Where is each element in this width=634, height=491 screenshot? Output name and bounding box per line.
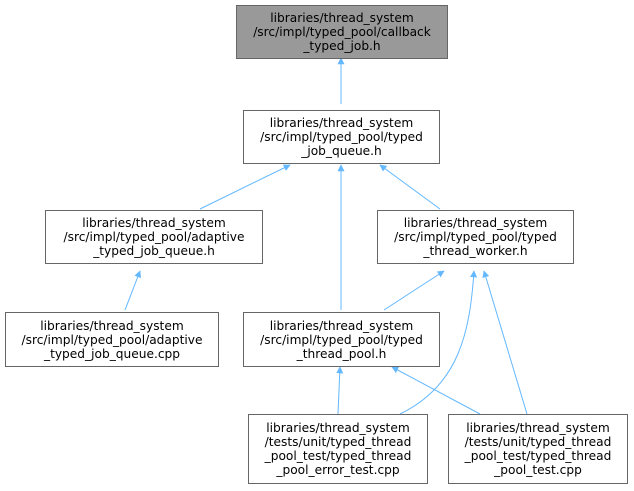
node-line: /src/impl/typed_pool/typed [394,230,557,244]
node-line: _pool_test/typed_thread [464,449,612,463]
node-line: /src/impl/typed_pool/typed [260,332,423,347]
node-callback-typed-job-h: libraries/thread_system /src/impl/typed_… [236,5,448,59]
node-typed-job-queue-h[interactable]: libraries/thread_system /src/impl/typed_… [243,110,440,164]
node-line: _thread_worker.h [423,244,528,258]
node-line: /src/impl/typed_pool/callback [253,25,431,39]
node-line: /src/impl/typed_pool/adaptive [21,332,203,347]
node-typed-thread-worker-h[interactable]: libraries/thread_system /src/impl/typed_… [377,210,574,264]
node-adaptive-typed-job-queue-h[interactable]: libraries/thread_system /src/impl/typed_… [45,210,263,264]
node-line: libraries/thread_system [270,11,414,25]
edge-pool-test-to-thread-pool [391,366,481,415]
node-line: _pool_test.cpp [494,463,582,477]
node-line: /src/impl/typed_pool/typed [260,130,423,144]
node-line: libraries/thread_system [82,216,226,230]
node-line: libraries/thread_system [269,318,414,333]
node-line: _job_queue.h [301,144,382,158]
node-line: libraries/thread_system [40,318,184,333]
edge-adaptive-queue-cpp-to-adaptive-queue-h [124,270,142,311]
node-line: _typed_job_queue.cpp [43,346,181,361]
edge-error-test-to-thread-pool [336,366,344,415]
node-line: /tests/unit/typed_thread [464,435,612,449]
edge-thread-pool-to-thread-worker [383,270,445,311]
node-line: libraries/thread_system [269,116,414,130]
edge-pool-test-to-thread-worker [482,270,528,415]
node-line: _typed_job.h [303,39,381,53]
edge-error-test-to-thread-worker [399,270,478,415]
node-typed-thread-pool-test-cpp[interactable]: libraries/thread_system /tests/unit/type… [448,414,628,484]
node-line: /tests/unit/typed_thread [264,435,412,449]
node-line: _pool_test/typed_thread [264,449,412,463]
node-typed-thread-pool-error-test-cpp[interactable]: libraries/thread_system /tests/unit/type… [248,414,428,484]
node-line: libraries/thread_system [466,421,610,435]
edge-thread-worker-to-typed-job-queue [379,164,441,210]
node-line: _thread_pool.h [296,346,387,361]
node-line: _typed_job_queue.h [93,244,215,258]
node-line: libraries/thread_system [403,216,548,230]
node-line: _pool_error_test.cpp [276,463,400,477]
edge-adaptive-queue-h-to-typed-job-queue [199,164,291,210]
node-typed-thread-pool-h[interactable]: libraries/thread_system /src/impl/typed_… [243,312,440,367]
node-line: /src/impl/typed_pool/adaptive [63,230,245,244]
node-line: libraries/thread_system [266,421,410,435]
node-adaptive-typed-job-queue-cpp[interactable]: libraries/thread_system /src/impl/typed_… [5,312,219,367]
